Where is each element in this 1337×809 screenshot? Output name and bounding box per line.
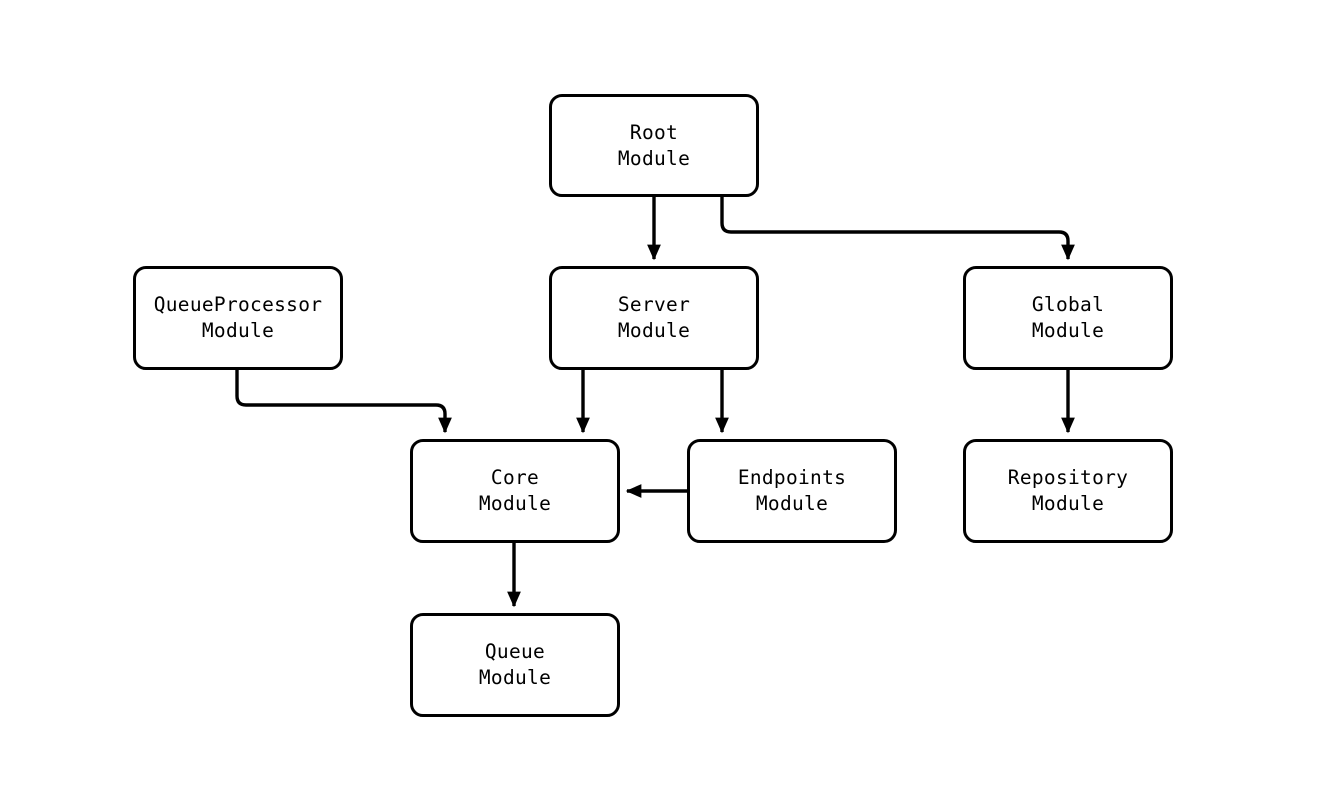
node-queueprocessor-module[interactable]: QueueProcessor Module	[133, 266, 343, 370]
node-server-module-line2: Module	[617, 319, 691, 342]
node-repository-module[interactable]: Repository Module	[963, 439, 1173, 543]
node-global-module-line2: Module	[1031, 319, 1105, 342]
node-queue-module[interactable]: Queue Module	[410, 613, 620, 717]
node-repository-module-line1: Repository	[1007, 466, 1129, 490]
node-endpoints-module-line1: Endpoints	[737, 466, 847, 490]
node-root-module[interactable]: Root Module	[549, 94, 759, 197]
node-global-module[interactable]: Global Module	[963, 266, 1173, 370]
node-endpoints-module-line2: Module	[755, 492, 829, 515]
edge-root-to-global	[720, 197, 1075, 261]
node-core-module-line2: Module	[478, 492, 552, 515]
node-repository-module-line2: Module	[1031, 492, 1105, 515]
node-server-module-line1: Server	[617, 293, 691, 317]
edge-queueprocessor-to-core	[235, 370, 452, 434]
node-root-module-line1: Root	[629, 120, 679, 144]
node-core-module-line1: Core	[490, 466, 540, 490]
node-global-module-line1: Global	[1031, 293, 1105, 317]
node-queueprocessor-module-line2: Module	[201, 319, 275, 342]
node-server-module[interactable]: Server Module	[549, 266, 759, 370]
node-endpoints-module[interactable]: Endpoints Module	[687, 439, 897, 543]
node-queueprocessor-module-line1: QueueProcessor	[153, 293, 323, 317]
node-queue-module-line2: Module	[478, 666, 552, 689]
node-root-module-line2: Module	[617, 146, 691, 170]
node-core-module[interactable]: Core Module	[410, 439, 620, 543]
node-queue-module-line1: Queue	[484, 640, 546, 664]
